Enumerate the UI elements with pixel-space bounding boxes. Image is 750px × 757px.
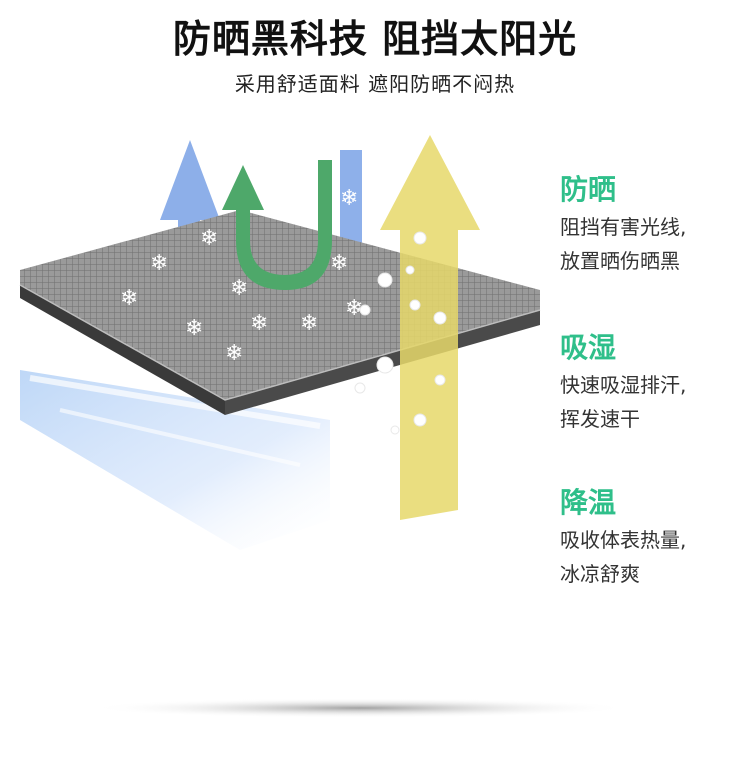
svg-text:❄: ❄: [225, 341, 243, 366]
feature-desc-line: 吸收体表热量,: [560, 528, 687, 552]
bubble-icon: [354, 231, 447, 435]
feature-heading: 降温: [560, 486, 617, 519]
svg-text:❄: ❄: [300, 311, 318, 336]
feature-heading: 防晒: [560, 173, 617, 206]
feature-desc-line: 挥发速干: [560, 407, 640, 431]
fabric-illustration: ❄ ❄ ❄ ❄ ❄ ❄ ❄ ❄ ❄ ❄ ❄: [19, 135, 541, 550]
svg-text:❄: ❄: [200, 226, 218, 251]
svg-text:❄: ❄: [230, 276, 248, 301]
up-arrow-icon: [380, 135, 480, 520]
floor-shadow: [90, 698, 630, 718]
feature-sun-protection: 防晒 阻挡有害光线, 放置晒伤晒黑: [560, 172, 745, 276]
u-turn-arrow-small-icon: [222, 160, 332, 290]
svg-text:❄: ❄: [250, 311, 268, 336]
feature-desc-line: 阻挡有害光线,: [560, 215, 687, 239]
svg-text:❄: ❄: [185, 316, 203, 341]
feature-desc-line: 冰凉舒爽: [560, 562, 640, 586]
svg-text:❄: ❄: [150, 251, 168, 276]
svg-text:❄: ❄: [330, 251, 348, 276]
feature-desc-line: 放置晒伤晒黑: [560, 249, 680, 273]
u-turn-arrow-icon: [160, 140, 362, 355]
lower-cooling-layer: [20, 370, 330, 550]
svg-text:❄: ❄: [345, 296, 363, 321]
feature-heading: 吸湿: [560, 331, 617, 364]
page-title: 防晒黑科技 阻挡太阳光: [172, 17, 578, 61]
svg-text:❄: ❄: [340, 186, 358, 211]
feature-desc-line: 快速吸湿排汗,: [560, 373, 687, 397]
svg-text:❄: ❄: [120, 286, 138, 311]
snowflake-icon: ❄ ❄ ❄ ❄ ❄ ❄ ❄ ❄ ❄ ❄ ❄: [120, 186, 363, 366]
page-subtitle: 采用舒适面料 遮阳防晒不闷热: [234, 72, 516, 96]
feature-moisture-absorption: 吸湿 快速吸湿排汗, 挥发速干: [560, 330, 745, 434]
feature-cooling: 降温 吸收体表热量, 冰凉舒爽: [560, 485, 745, 589]
